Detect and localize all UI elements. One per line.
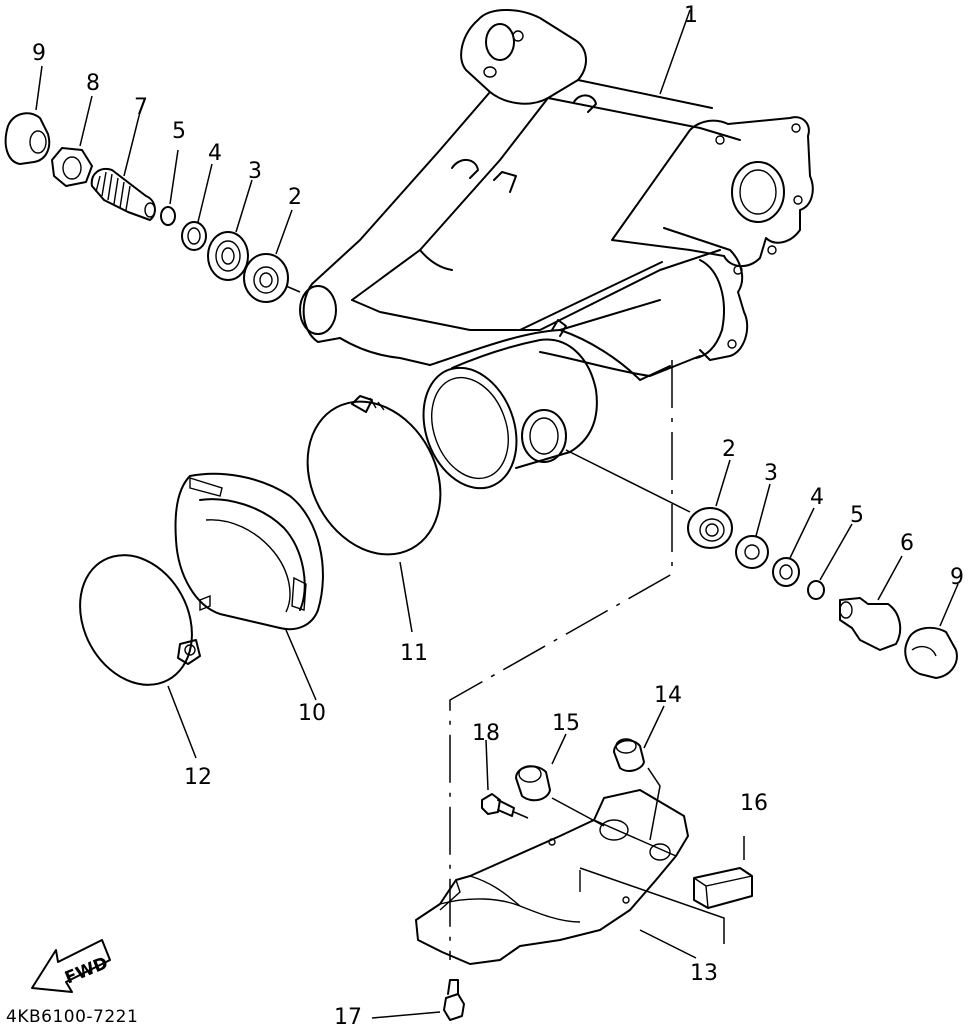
- pivot-shaft-part-6: [839, 555, 903, 651]
- callout-14: 14: [654, 683, 682, 708]
- clamp-part-12: [79, 554, 201, 759]
- nut-part-8: [51, 95, 93, 187]
- callout-6: 6: [900, 531, 914, 556]
- callout-2-right: 2: [722, 437, 736, 462]
- damper-part-14: [613, 705, 665, 841]
- callout-9-left: 9: [32, 41, 46, 66]
- callout-13: 13: [690, 961, 718, 986]
- callout-7: 7: [134, 95, 148, 120]
- right-pivot-hardware: [565, 449, 959, 679]
- diagram-code: 4KB6100-7221: [6, 1007, 138, 1027]
- callout-2-left: 2: [288, 185, 302, 210]
- bearing-part-2-left: [243, 209, 301, 303]
- pivot-shaft-part-7: [90, 111, 156, 221]
- center-line: [449, 360, 673, 960]
- callout-4-right: 4: [810, 485, 824, 510]
- guard-part-13: [415, 789, 697, 965]
- fwd-label: FWD: [62, 953, 111, 988]
- callout-15: 15: [552, 711, 580, 736]
- clamp-part-11: [306, 395, 442, 633]
- left-pivot-hardware: [4, 65, 301, 303]
- o-ring-part-5-left: [160, 149, 179, 226]
- o-ring-part-5-right: [807, 523, 853, 600]
- callout-5-left: 5: [172, 119, 186, 144]
- cap-part-9-left: [4, 65, 51, 165]
- damper-part-15: [515, 733, 605, 827]
- callout-1: 1: [684, 3, 698, 28]
- washer-part-3-right: [735, 483, 771, 569]
- callout-11: 11: [400, 641, 428, 666]
- bearing-part-3-left: [207, 179, 253, 281]
- fwd-arrow-icon: [31, 939, 111, 993]
- callout-10: 10: [298, 701, 326, 726]
- callout-5-right: 5: [850, 503, 864, 528]
- callout-9-right: 9: [950, 565, 964, 590]
- pad-part-16: [579, 836, 753, 944]
- boot-part-10: [174, 472, 324, 701]
- cap-part-9-right: [904, 583, 959, 679]
- callout-12: 12: [184, 765, 212, 790]
- washer-part-4-left: [181, 163, 213, 251]
- callout-8: 8: [86, 71, 100, 96]
- callout-4-left: 4: [208, 141, 222, 166]
- bearing-part-2-right: [687, 459, 733, 549]
- swingarm-part-1: [299, 9, 814, 490]
- callout-3-right: 3: [764, 461, 778, 486]
- callout-17: 17: [334, 1005, 362, 1027]
- washer-part-4-right: [772, 507, 815, 587]
- bolt-part-17: [371, 979, 465, 1021]
- callout-16: 16: [740, 791, 768, 816]
- callout-3-left: 3: [248, 159, 262, 184]
- callout-18: 18: [472, 721, 500, 746]
- bolt-part-18: [481, 739, 529, 819]
